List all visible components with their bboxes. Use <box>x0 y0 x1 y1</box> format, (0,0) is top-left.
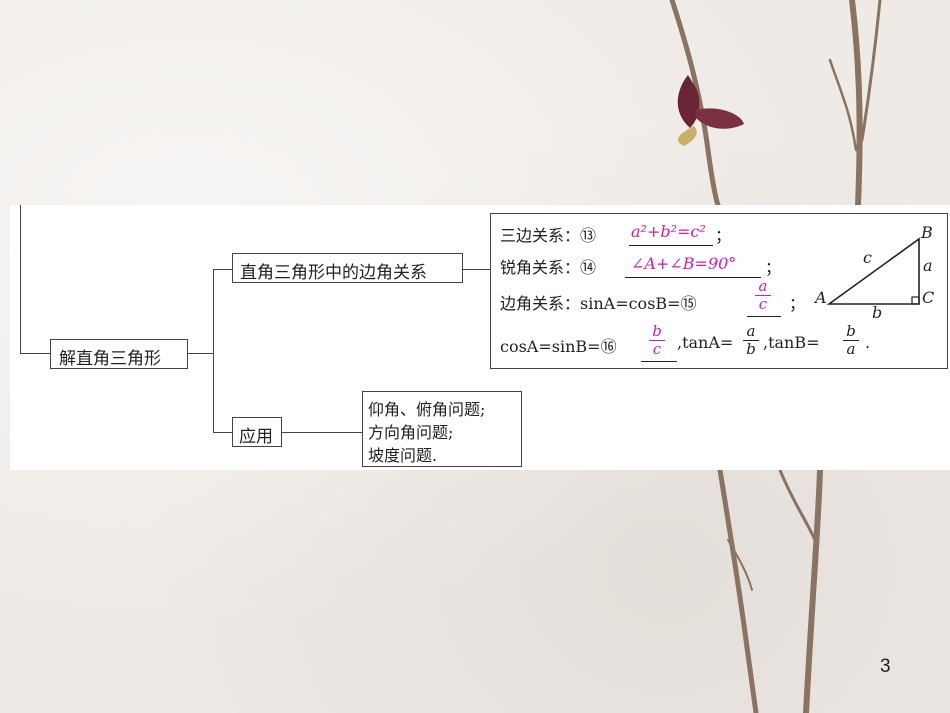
edge-fraction: a c <box>755 278 771 313</box>
cos-prefix: cosA=sinB=⑯ <box>500 337 617 356</box>
relations-node: 直角三角形中的边角关系 <box>232 253 463 283</box>
tan-a-num: a <box>743 323 759 341</box>
butterfly-icon <box>677 75 744 146</box>
edge-num: a <box>755 278 771 296</box>
edge-suffix: ； <box>789 294 806 313</box>
tan-b-fraction: b a <box>843 323 859 358</box>
application-to-list-line <box>282 432 362 434</box>
angles-answer: ∠A+∠B=90° <box>631 254 737 273</box>
fork-vertical-line <box>213 269 215 432</box>
cos-den: c <box>652 340 662 358</box>
application-item-3: 坡度问题. <box>368 446 438 465</box>
edge-underline <box>747 316 781 317</box>
angles-suffix: ； <box>765 258 782 277</box>
side-c: c <box>863 248 872 267</box>
application-list-box: 仰角、俯角问题; 方向角问题; 坡度问题. <box>362 391 522 467</box>
root-horizontal-line <box>20 353 50 355</box>
root-label: 解直角三角形 <box>59 349 161 369</box>
tan-b-den: a <box>846 340 856 358</box>
sides-prefix: 三边关系：⑬ <box>500 226 597 245</box>
side-a: a <box>923 256 933 275</box>
application-node: 应用 <box>232 417 282 447</box>
angles-underline <box>625 277 761 278</box>
vertex-c: C <box>922 288 935 307</box>
page-number: 3 <box>880 656 891 677</box>
right-triangle-figure <box>826 237 920 305</box>
cos-num: b <box>649 323 665 341</box>
edge-prefix: 边角关系：sinA=cosB=⑮ <box>500 294 697 313</box>
side-b: b <box>872 303 883 322</box>
tan-a-fraction: a b <box>743 323 759 358</box>
tan-a-den: b <box>746 340 756 358</box>
sides-answer: a²+b²=c² <box>631 222 706 241</box>
vertex-b: B <box>921 223 933 242</box>
edge-den: c <box>758 295 768 313</box>
root-node: 解直角三角形 <box>50 339 188 369</box>
tan-b-prefix: ,tanB= <box>763 333 820 352</box>
application-item-1: 仰角、俯角问题; <box>368 400 486 419</box>
fork-bottom-line <box>213 432 232 434</box>
sides-underline <box>629 245 713 246</box>
angles-prefix: 锐角关系：⑭ <box>500 258 597 277</box>
application-label: 应用 <box>239 427 273 447</box>
vertex-a: A <box>815 288 827 307</box>
relations-label: 直角三角形中的边角关系 <box>240 263 427 283</box>
root-vertical-line <box>20 205 22 353</box>
fork-top-line <box>213 269 232 271</box>
relations-to-box-line <box>463 269 490 271</box>
cos-underline <box>641 361 677 362</box>
knowledge-panel: 解直角三角形 直角三角形中的边角关系 应用 三边关系：⑬ a²+b²=c² ； … <box>10 205 950 470</box>
end-mark: . <box>865 333 871 352</box>
root-to-fork-line <box>188 353 213 355</box>
sides-suffix: ； <box>715 226 732 245</box>
cos-fraction: b c <box>649 323 665 358</box>
tan-b-num: b <box>843 323 859 341</box>
relations-detail-box: 三边关系：⑬ a²+b²=c² ； 锐角关系：⑭ ∠A+∠B=90° ； 边角关… <box>490 213 948 369</box>
tan-a-prefix: ,tanA= <box>677 333 734 352</box>
application-item-2: 方向角问题; <box>368 423 454 442</box>
